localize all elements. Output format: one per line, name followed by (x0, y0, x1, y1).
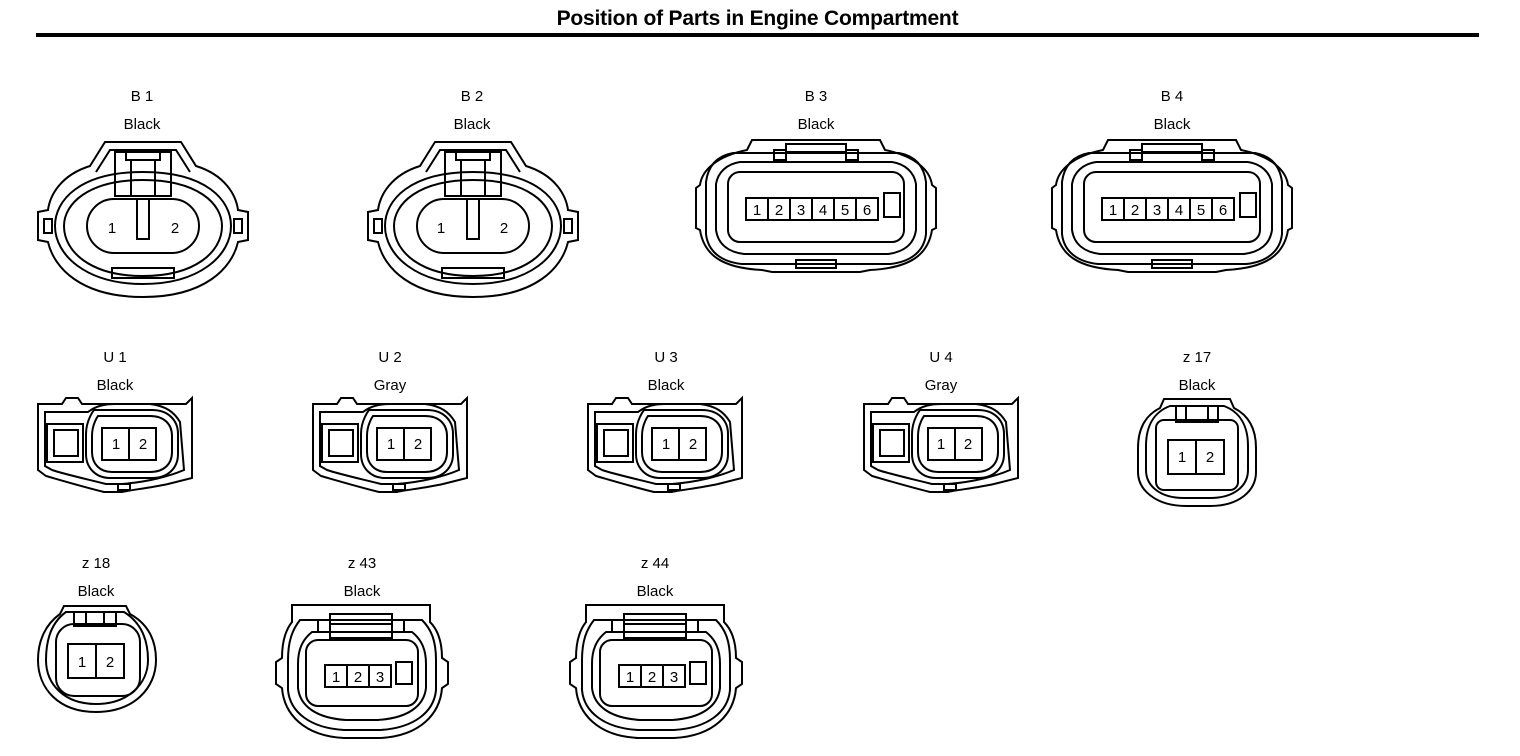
connector-b1: B 1 Black 1 2 (37, 88, 249, 299)
connector-b2-id: B 2 (461, 88, 484, 105)
connector-z43: z 43 Black 1 2 3 (275, 555, 449, 739)
connector-b3: B 3 Black 1 2 3 4 5 6 (695, 88, 937, 273)
connector-u4-pin: 1 (937, 436, 945, 453)
connector-z18-drawing (36, 605, 158, 714)
connector-u4-pin: 2 (964, 436, 972, 453)
connector-b1-color: Black (124, 116, 161, 133)
connector-b2: B 2 Black 1 2 (367, 88, 579, 299)
connector-u2-color: Gray (374, 377, 407, 394)
connector-b3-id: B 3 (805, 88, 828, 105)
connector-b3-pin: 4 (819, 202, 827, 219)
connector-z17-id: z 17 (1183, 349, 1211, 366)
connector-u3: U 3 Black 1 2 (587, 349, 743, 493)
connector-z18: z 18 Black 1 2 (36, 555, 158, 714)
connector-b1-id: B 1 (131, 88, 154, 105)
connector-b4-pin: 3 (1153, 202, 1161, 219)
connector-b2-pin: 2 (500, 220, 508, 237)
connector-b3-pin: 2 (775, 202, 783, 219)
connector-z44: z 44 Black 1 2 3 (569, 555, 743, 739)
connector-u2-pin: 2 (414, 436, 422, 453)
connector-b4-id: B 4 (1161, 88, 1184, 105)
connector-b3-pin: 3 (797, 202, 805, 219)
connector-z44-pin: 2 (648, 669, 656, 686)
connector-z44-drawing (569, 604, 743, 739)
connector-b3-drawing (695, 139, 937, 273)
connector-z18-pin: 1 (78, 654, 86, 671)
connector-u4: U 4 Gray 1 2 (863, 349, 1019, 493)
connector-u1-drawing (37, 395, 193, 493)
connector-u4-id: U 4 (929, 349, 952, 366)
connector-u3-id: U 3 (654, 349, 677, 366)
connector-b4-pin: 5 (1197, 202, 1205, 219)
connector-u2-id: U 2 (378, 349, 401, 366)
connector-b3-color: Black (798, 116, 835, 133)
connector-z18-pin: 2 (106, 654, 114, 671)
connector-u4-drawing (863, 395, 1019, 493)
connector-z43-color: Black (344, 583, 381, 600)
connector-b2-drawing (367, 141, 579, 299)
connector-u1-id: U 1 (103, 349, 126, 366)
connector-u2-drawing (312, 395, 468, 493)
connector-b4-color: Black (1154, 116, 1191, 133)
connector-u1: U 1 Black 1 2 (37, 349, 193, 493)
connector-u1-color: Black (97, 377, 134, 394)
connector-b2-color: Black (454, 116, 491, 133)
connector-b4-pin: 1 (1109, 202, 1117, 219)
connector-z17-color: Black (1179, 377, 1216, 394)
connector-u4-color: Gray (925, 377, 958, 394)
connector-b1-drawing (37, 141, 249, 299)
connector-z17-pin: 2 (1206, 449, 1214, 466)
connector-u2-pin: 1 (387, 436, 395, 453)
connector-z44-color: Black (637, 583, 674, 600)
connector-z44-pin: 3 (670, 669, 678, 686)
connector-z18-id: z 18 (82, 555, 110, 572)
connector-z43-pin: 1 (332, 669, 340, 686)
connector-z44-id: z 44 (641, 555, 669, 572)
connector-b3-pin: 5 (841, 202, 849, 219)
connector-b1-pin: 2 (171, 220, 179, 237)
connector-b3-pin: 6 (863, 202, 871, 219)
connector-z18-color: Black (78, 583, 115, 600)
connector-u3-pin: 2 (689, 436, 697, 453)
connector-z17: z 17 Black 1 2 (1137, 349, 1257, 507)
connector-z43-pin: 2 (354, 669, 362, 686)
page-title: Position of Parts in Engine Compartment (556, 7, 959, 30)
connector-z43-drawing (275, 604, 449, 739)
connector-b4-pin: 6 (1219, 202, 1227, 219)
connector-u1-pin: 2 (139, 436, 147, 453)
connector-z43-id: z 43 (348, 555, 376, 572)
connector-b4-pin: 2 (1131, 202, 1139, 219)
connector-u2: U 2 Gray 1 2 (312, 349, 468, 493)
connector-b3-pin: 1 (753, 202, 761, 219)
title-rule (36, 33, 1479, 37)
connector-u3-color: Black (648, 377, 685, 394)
connector-u1-pin: 1 (112, 436, 120, 453)
connector-u3-drawing (587, 395, 743, 493)
connector-z43-pin: 3 (376, 669, 384, 686)
connector-b1-pin: 1 (108, 220, 116, 237)
connector-z17-drawing (1137, 398, 1257, 507)
connector-u3-pin: 1 (662, 436, 670, 453)
connector-b4-drawing (1051, 139, 1293, 273)
connector-b4: B 4 Black 1 2 3 4 5 6 (1051, 88, 1293, 273)
connector-z17-pin: 1 (1178, 449, 1186, 466)
connector-b2-pin: 1 (437, 220, 445, 237)
connector-z44-pin: 1 (626, 669, 634, 686)
connector-b4-pin: 4 (1175, 202, 1183, 219)
